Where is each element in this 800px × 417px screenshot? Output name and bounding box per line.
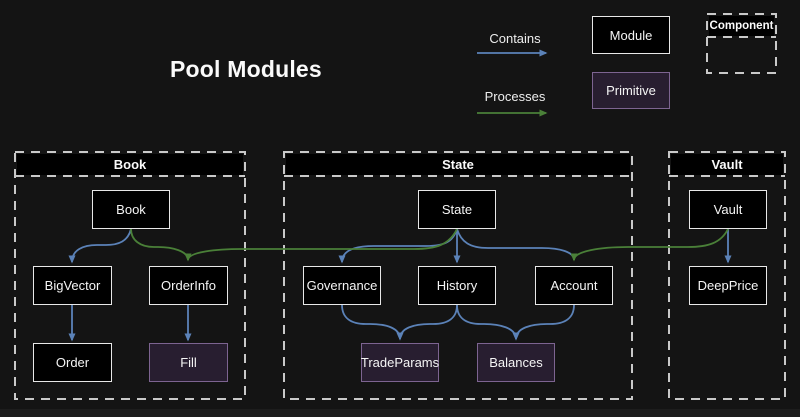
container-header-book: Book: [17, 154, 243, 175]
container-state: [283, 151, 633, 400]
primitive-box-tradeparams: TradeParams: [361, 343, 439, 382]
legend-module-box: Module: [592, 16, 670, 54]
edge-vault-account: [570, 228, 729, 262]
legend-primitive-box: Primitive: [592, 72, 670, 109]
edge-governance-tradeparams: [341, 304, 404, 341]
container-header-state: State: [286, 154, 630, 175]
module-box-account: Account: [535, 266, 613, 305]
edge-state-orderinfo: [184, 228, 458, 262]
edge-book-orderinfo: [130, 228, 189, 261]
edge-state-account: [456, 228, 575, 261]
module-box-order: Order: [33, 343, 112, 382]
bottom-edge-strip: [0, 409, 800, 417]
primitive-box-fill: Fill: [149, 343, 228, 382]
legend-component-box: [706, 13, 777, 74]
legend-component-header: Component: [709, 16, 774, 36]
legend-contains-label: Contains: [489, 31, 541, 46]
container-vault: [668, 151, 786, 400]
module-box-state: State: [418, 190, 496, 229]
module-box-orderinfo: OrderInfo: [149, 266, 228, 305]
page-title: Pool Modules: [170, 56, 322, 82]
edge-history-tradeparams: [396, 304, 458, 341]
module-box-governance: Governance: [303, 266, 381, 305]
edge-state-governance: [338, 228, 458, 264]
edge-book-bigvector: [68, 228, 132, 264]
module-box-history: History: [418, 266, 496, 305]
legend-processes-label: Processes: [484, 89, 546, 104]
edge-account-balances: [512, 304, 575, 341]
module-box-vault: Vault: [689, 190, 767, 229]
primitive-box-balances: Balances: [477, 343, 555, 382]
edge-history-balances: [456, 304, 520, 341]
module-box-bigvector: BigVector: [33, 266, 112, 305]
container-header-vault: Vault: [671, 154, 783, 175]
container-book: [14, 151, 246, 400]
module-box-deepprice: DeepPrice: [689, 266, 767, 305]
module-box-book: Book: [92, 190, 170, 229]
